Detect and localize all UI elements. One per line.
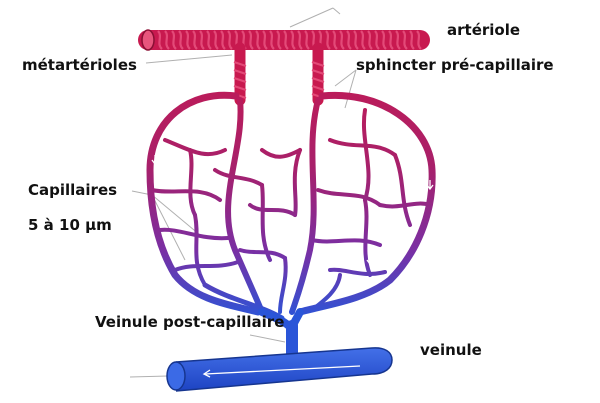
label-sphincter: sphincter pré-capillaire bbox=[356, 56, 554, 74]
label-capillaires: Capillaires bbox=[28, 181, 118, 199]
sphincters bbox=[233, 61, 325, 99]
label-capillary-size: 5 à 10 µm bbox=[28, 216, 112, 234]
label-metarterioles: métartérioles bbox=[22, 56, 137, 74]
leader-lines bbox=[129, 7, 357, 378]
label-arteriole: artériole bbox=[447, 21, 521, 39]
arteriole-coil-texture bbox=[157, 30, 422, 50]
metarterioles bbox=[234, 42, 324, 106]
capillary-network bbox=[146, 91, 436, 321]
label-veinule-post-capillaire: Veinule post-capillaire bbox=[95, 313, 285, 331]
arteriole-vessel bbox=[138, 29, 430, 51]
venule-vessel bbox=[166, 347, 393, 392]
label-veinule: veinule bbox=[420, 341, 482, 359]
flow-arrows bbox=[151, 155, 434, 266]
